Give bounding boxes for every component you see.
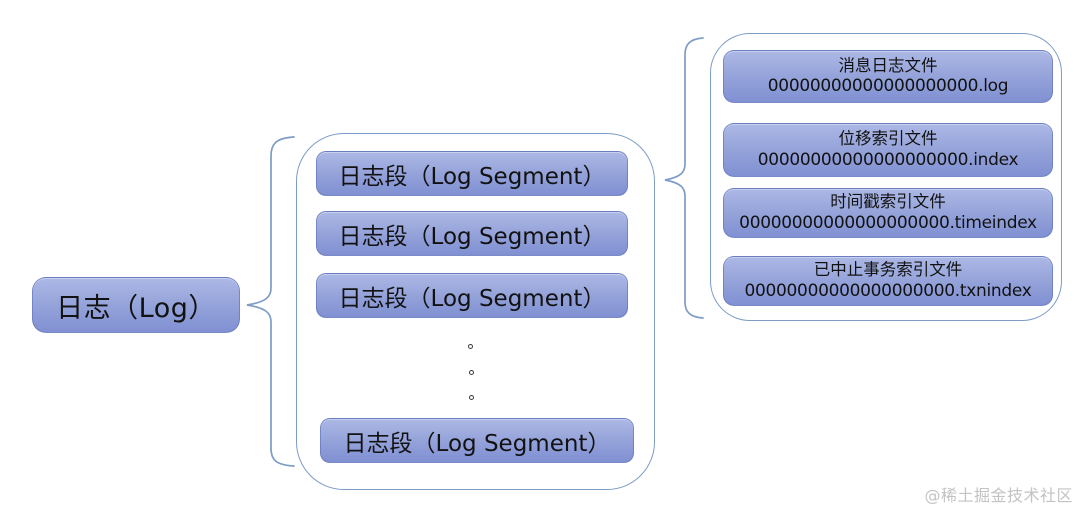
offset-index-file-node: 位移索引文件 00000000000000000000.index	[723, 123, 1053, 177]
watermark: @稀土掘金技术社区	[924, 486, 1073, 505]
ellipsis-dot	[469, 395, 474, 400]
log-segment-node: 日志段（Log Segment）	[316, 211, 628, 256]
log-segment-label: 日志段（Log Segment）	[338, 163, 606, 190]
file-name: 00000000000000000000.timeindex	[739, 212, 1037, 233]
ellipsis-dot	[468, 344, 473, 349]
file-name: 00000000000000000000.index	[757, 149, 1019, 170]
file-title: 已中止事务索引文件	[813, 260, 963, 280]
timestamp-index-file-node: 时间戳索引文件 00000000000000000000.timeindex	[723, 188, 1053, 238]
file-title: 位移索引文件	[838, 129, 938, 149]
log-segment-node: 日志段（Log Segment）	[316, 273, 628, 318]
log-segments-container	[296, 133, 655, 490]
file-title: 消息日志文件	[838, 55, 938, 75]
log-segment-node: 日志段（Log Segment）	[320, 418, 634, 463]
message-log-file-node: 消息日志文件 00000000000000000000.log	[723, 50, 1053, 103]
log-segment-label: 日志段（Log Segment）	[343, 430, 611, 457]
ellipsis-dot	[469, 370, 474, 375]
segment-files-container	[710, 33, 1062, 321]
file-name: 00000000000000000000.log	[767, 76, 1009, 97]
log-segment-label: 日志段（Log Segment）	[338, 285, 606, 312]
aborted-txn-index-file-node: 已中止事务索引文件 00000000000000000000.txnindex	[723, 256, 1053, 306]
file-title: 时间戳索引文件	[830, 192, 946, 212]
left-curly-brace	[246, 136, 295, 467]
file-name: 00000000000000000000.txnindex	[744, 280, 1032, 301]
log-segment-label: 日志段（Log Segment）	[338, 223, 606, 250]
right-curly-brace	[664, 37, 704, 319]
log-segment-node: 日志段（Log Segment）	[316, 151, 628, 196]
log-root-node: 日志（Log）	[32, 277, 240, 333]
log-root-label: 日志（Log）	[56, 292, 216, 324]
